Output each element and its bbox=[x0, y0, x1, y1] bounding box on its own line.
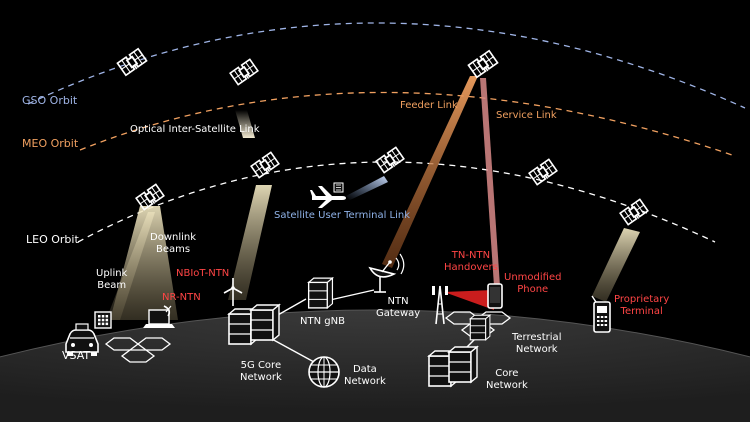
leo-satellite-icon bbox=[250, 151, 281, 180]
proprietary-terminal-icon bbox=[591, 295, 611, 333]
feeder-link-label: Feeder Link bbox=[400, 100, 458, 111]
service-link-beam bbox=[480, 78, 500, 286]
cell-tower-icon bbox=[432, 285, 448, 325]
unmodified-phone-label: Unmodified Phone bbox=[504, 272, 562, 295]
tn-ntn-handovers-label: TN-NTN Handovers bbox=[444, 250, 498, 273]
leo-orbit-label: LEO Orbit bbox=[26, 233, 79, 246]
leo-satellite-right-icon bbox=[528, 158, 559, 187]
wind-turbine-icon bbox=[223, 278, 243, 306]
leo-satellite-mid-icon bbox=[375, 146, 406, 175]
data-network-label: Data Network bbox=[344, 364, 386, 387]
terrestrial-server-icon bbox=[469, 314, 491, 341]
core-network-label: Core Network bbox=[486, 368, 528, 391]
5g-core-server-icon bbox=[228, 304, 280, 345]
meo-satellite-icon bbox=[229, 58, 260, 87]
data-network-globe-icon bbox=[308, 356, 340, 388]
nbiot-beam bbox=[228, 185, 272, 300]
gso-orbit-path bbox=[27, 22, 746, 109]
ntn-gateway-label: NTN Gateway bbox=[376, 296, 421, 319]
smartphone-icon bbox=[487, 283, 503, 309]
user-terminal-link-beam bbox=[346, 176, 388, 200]
optical-isl-label: Optical Inter-Satellite Link bbox=[130, 124, 260, 135]
meo-orbit-label: MEO Orbit bbox=[22, 137, 79, 150]
gso-orbit-label: GSO Orbit bbox=[22, 94, 78, 107]
keypad-terminal-icon bbox=[94, 311, 112, 329]
core-network-server-icon bbox=[428, 346, 478, 387]
laptop-icon bbox=[143, 305, 175, 328]
ntn-gnb-server-icon bbox=[307, 277, 334, 309]
handover-wedge bbox=[444, 290, 494, 310]
core-data-connector bbox=[269, 337, 315, 363]
5g-core-label: 5G Core Network bbox=[240, 360, 282, 383]
vsat-car-icon bbox=[65, 323, 99, 356]
leo-orbit-path bbox=[77, 161, 716, 243]
feeder-satellite-icon bbox=[467, 49, 500, 80]
downlink-beams-label: Downlink Beams bbox=[150, 232, 197, 255]
nr-ntn-label: NR-NTN bbox=[162, 292, 201, 303]
nbiot-ntn-label: NBIoT-NTN bbox=[176, 268, 230, 279]
user-terminal-link-label: Satellite User Terminal Link bbox=[274, 210, 411, 221]
meo-orbit-path bbox=[79, 91, 736, 157]
service-link-label: Service Link bbox=[496, 110, 557, 121]
airplane-icon bbox=[310, 182, 346, 208]
optical-isl-beam bbox=[235, 110, 255, 138]
ntn-gnb-label: NTN gNB bbox=[300, 316, 345, 327]
proprietary-terminal-beam bbox=[592, 228, 640, 302]
proprietary-terminal-label: Proprietary Terminal bbox=[614, 294, 670, 317]
gnb-gateway-connector bbox=[329, 289, 375, 301]
feeder-link-beam bbox=[382, 76, 478, 268]
terrestrial-network-label: Terrestrial Network bbox=[512, 332, 562, 355]
gso-satellite-icon bbox=[116, 47, 149, 78]
ntn-gateway-dish-icon bbox=[368, 253, 405, 293]
uplink-beam bbox=[106, 212, 155, 320]
vsat-label: VSAT bbox=[62, 349, 91, 362]
uplink-beam-label: Uplink Beam bbox=[96, 268, 128, 291]
earth-surface bbox=[0, 310, 750, 422]
